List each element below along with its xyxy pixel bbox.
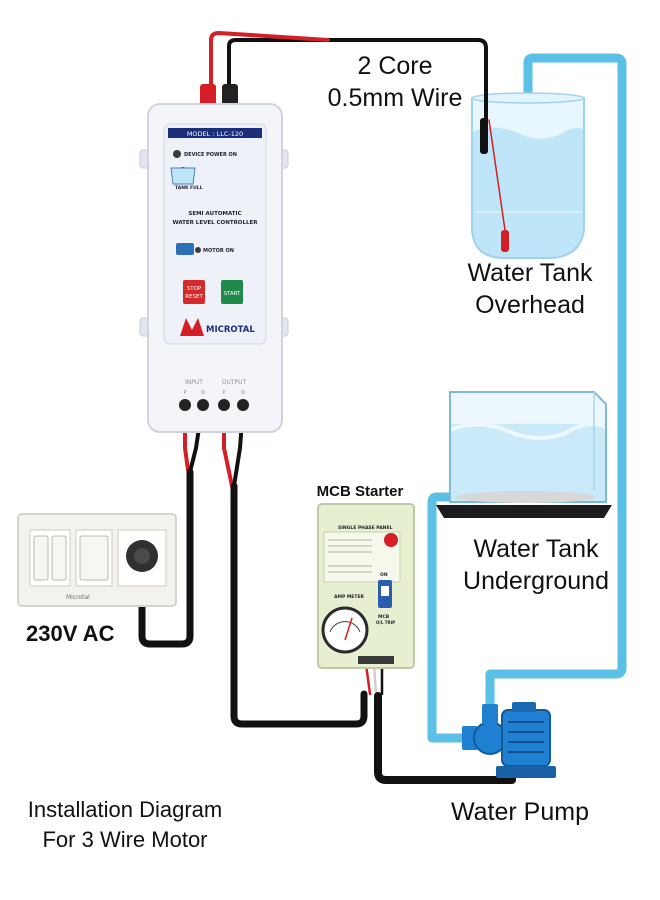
pipe-overhead-riser: [485, 53, 627, 711]
overhead-tank-body: [471, 97, 585, 259]
probe-wire-red: [488, 119, 506, 231]
input-label: INPUT: [185, 379, 203, 386]
mcb-on-label: ON: [380, 572, 388, 578]
power-led-label: DEVICE POWER ON: [184, 152, 237, 158]
probe-black: [480, 118, 488, 154]
overhead-label-line-2: Overhead: [475, 291, 585, 319]
water-pipes: [427, 53, 627, 743]
underground-tank-glass: [449, 391, 607, 503]
motor-icon: [176, 243, 194, 255]
underground-tank-base: [436, 505, 612, 518]
switch-left[interactable]: [33, 535, 49, 581]
sensor-connector-red: [200, 84, 216, 106]
sensor-wire-black: [227, 38, 488, 122]
overhead-tank-label: Water Tank Overhead: [450, 257, 610, 321]
sensor-wire-red: [209, 31, 330, 86]
water-pump: [462, 702, 556, 778]
controller-title-2: WATER LEVEL CONTROLLER: [173, 220, 259, 226]
stop-label: STOP: [187, 286, 202, 292]
starter-red-button[interactable]: [384, 533, 398, 547]
mcb-starter: SINGLE PHASE PANEL ON MCB O/L TRIP AMP M…: [317, 503, 415, 669]
switch-right[interactable]: [51, 535, 67, 581]
terminal-label-1: P: [183, 390, 186, 396]
controller-starter-cable: [230, 482, 368, 728]
controller-model-strip: [168, 128, 262, 138]
amp-meter-label: AMP METER: [334, 594, 365, 600]
underground-tank-label: Water Tank Underground: [448, 533, 624, 597]
mcb-starter-label: MCB Starter: [316, 483, 404, 500]
brand-logo-icon: [180, 318, 204, 336]
overhead-tank-rim: [471, 92, 585, 104]
switchboard-brand: Microtal: [66, 594, 90, 601]
overhead-label-line-1: Water Tank: [467, 259, 593, 287]
underground-tank: [436, 391, 612, 518]
water-level-controller: MODEL : LLC-120 DEVICE POWER ON TANK FUL…: [139, 84, 289, 433]
motor-on-label: MOTOR ON: [203, 248, 234, 254]
controller-title-1: SEMI AUTOMATIC: [188, 211, 241, 217]
overhead-tank: [471, 92, 585, 259]
brand-name: MICROTAL: [206, 325, 255, 335]
caption-line-1: Installation Diagram: [27, 797, 223, 822]
stop-reset-button[interactable]: [183, 280, 205, 304]
pump-cable: [374, 692, 516, 784]
probe-red: [501, 230, 509, 252]
underground-label-line-1: Water Tank: [473, 535, 599, 563]
output-label: OUTPUT: [222, 379, 247, 386]
terminal-screw: [197, 399, 209, 411]
pump-outlet: [482, 704, 498, 724]
mcb-toggle: [381, 586, 389, 596]
reset-label: RESET: [185, 294, 203, 300]
socket-plug-grip: [134, 548, 150, 564]
tank-full-icon: [170, 167, 196, 185]
power-led: [173, 150, 181, 158]
wire-label-line-2: 0.5mm Wire: [327, 84, 463, 112]
wire-label: 2 Core 0.5mm Wire: [320, 50, 470, 114]
switch-main[interactable]: [79, 535, 109, 581]
starter-terminal-strip: [358, 656, 394, 664]
start-label: START: [224, 291, 242, 297]
controller-model: MODEL : LLC-120: [187, 130, 243, 138]
overhead-tank-water: [472, 127, 584, 258]
terminal-screw: [179, 399, 191, 411]
terminal-label-3: P: [222, 390, 225, 396]
pump-motor: [501, 709, 551, 767]
amp-meter-needle: [344, 617, 353, 641]
terminal-label-4: N: [241, 390, 245, 396]
pump-base: [496, 766, 556, 778]
mains-cable: [138, 468, 194, 648]
pipe-underground-suction: [427, 492, 477, 743]
switchboard: Microtal: [17, 513, 177, 607]
ol-trip-label: O/L TRIP: [376, 620, 395, 625]
terminal-screw: [237, 399, 249, 411]
motor-led: [195, 247, 201, 253]
amp-meter: [321, 606, 369, 654]
sensor-connector-black: [222, 84, 238, 106]
wire-label-line-1: 2 Core: [357, 52, 433, 80]
terminal-label-2: N: [201, 390, 205, 396]
tank-full-label: TANK FULL: [175, 185, 203, 191]
underground-tank-water: [450, 424, 606, 502]
underground-label-line-2: Underground: [463, 567, 609, 595]
ac-supply-label: 230V AC: [26, 621, 115, 646]
caption-line-2: For 3 Wire Motor: [42, 827, 208, 852]
amp-meter-scale: [329, 621, 361, 633]
mcb-label: MCB: [378, 614, 390, 620]
pump-terminal-box: [512, 702, 536, 712]
terminal-screw: [218, 399, 230, 411]
starter-panel-label: SINGLE PHASE PANEL: [338, 525, 393, 531]
underground-tank-stones: [456, 491, 596, 503]
water-pump-label: Water Pump: [450, 798, 589, 826]
pump-inlet-flange: [462, 726, 478, 750]
diagram-caption: Installation Diagram For 3 Wire Motor: [6, 795, 244, 855]
start-button[interactable]: [221, 280, 243, 304]
underground-tank-wave: [449, 422, 608, 441]
